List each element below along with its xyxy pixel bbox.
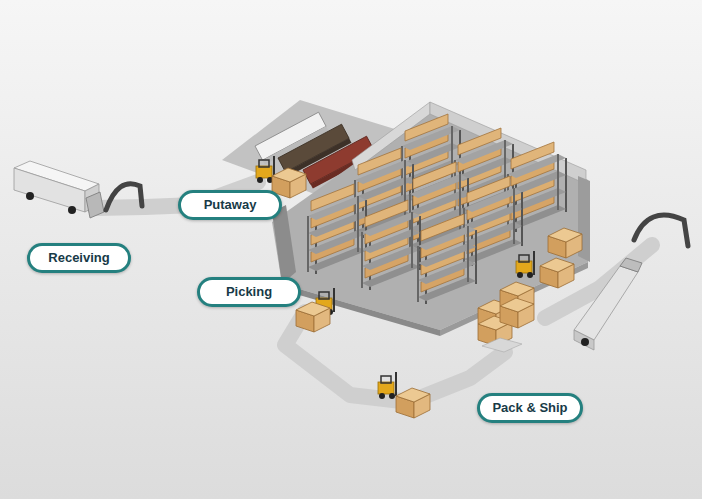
stage-label: Putaway — [204, 197, 257, 213]
shelving-racks — [308, 114, 566, 304]
forklifts-and-crates — [256, 156, 582, 418]
stage-pill: Picking — [197, 277, 301, 307]
stage-pill: Putaway — [178, 190, 282, 220]
stage-label: Picking — [226, 284, 272, 300]
receiving-truck — [14, 161, 142, 218]
stage-label: Pack & Ship — [492, 400, 567, 416]
stage-pill: Receiving — [27, 243, 131, 273]
stage-label: Receiving — [48, 250, 109, 266]
stage-pill: Pack & Ship — [477, 393, 583, 423]
right-truck — [574, 215, 688, 350]
warehouse-building — [272, 102, 590, 336]
